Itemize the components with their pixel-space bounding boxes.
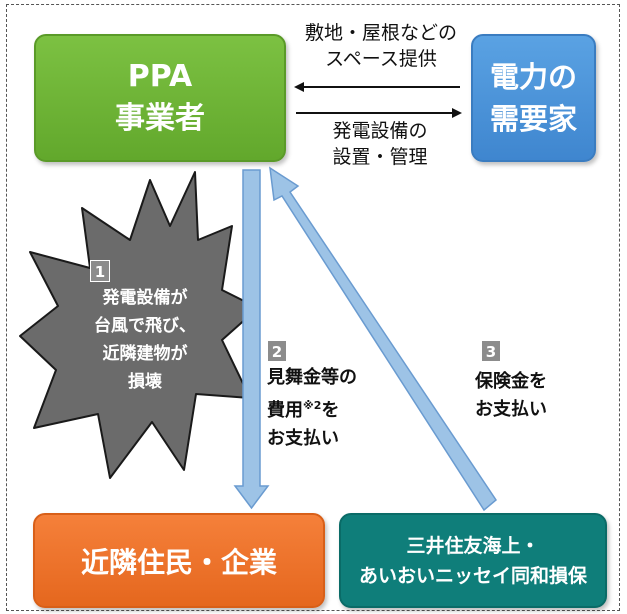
ppa-operator-node: PPA 事業者 — [34, 34, 286, 162]
step-1-line4: 損壊 — [128, 372, 162, 392]
equipment-label-line1: 発電設備の — [332, 120, 428, 142]
space-label-line2: スペース提供 — [325, 48, 437, 70]
diagram-frame — [6, 4, 620, 611]
step-2-line2: 費用※2を — [267, 392, 357, 425]
step-1-line1: 発電設備が — [102, 288, 188, 308]
step-1-line3: 近隣建物が — [102, 344, 188, 364]
equipment-label-line2: 設置・管理 — [332, 146, 428, 168]
insurer-node: 三井住友海上・ あいおいニッセイ同和損保 — [339, 513, 607, 608]
power-consumer-node: 電力の 需要家 — [471, 34, 596, 162]
step-2-line1: 見舞金等の — [267, 367, 357, 388]
step-3-line2: お支払い — [475, 399, 547, 420]
step-2-suffix: を — [321, 400, 340, 421]
insurer-label-line2: あいおいニッセイ同和損保 — [358, 564, 587, 587]
space-provision-label: 敷地・屋根などの スペース提供 — [296, 20, 466, 72]
insurance-arrow-up — [269, 166, 497, 512]
payment-arrow-down — [233, 169, 270, 510]
step-3-line1: 保険金を — [475, 371, 547, 392]
neighbors-node: 近隣住民・企業 — [33, 513, 325, 608]
ppa-label-line1: PPA — [127, 59, 193, 94]
step-1-text: 発電設備が 台風で飛び、 近隣建物が 損壊 — [60, 284, 230, 396]
step-2-cost: 費用 — [267, 400, 303, 421]
step-3-badge: 3 — [481, 340, 501, 362]
step-2-line3: お支払い — [267, 428, 339, 449]
neighbors-label: 近隣住民・企業 — [80, 545, 277, 579]
demand-label-line2: 需要家 — [489, 102, 577, 136]
insurer-label-line1: 三井住友海上・ — [406, 534, 540, 557]
step-1-badge: 1 — [90, 260, 110, 282]
step-2-footnote: ※2 — [303, 399, 322, 412]
step-2-text: 見舞金等の 費用※2を お支払い — [267, 364, 357, 453]
step-1-line2: 台風で飛び、 — [94, 316, 196, 336]
ppa-label-line2: 事業者 — [115, 101, 205, 136]
demand-label-line1: 電力の — [489, 60, 577, 94]
step-3-text: 保険金を お支払い — [475, 368, 547, 424]
space-label-line1: 敷地・屋根などの — [304, 22, 457, 44]
step-2-badge: 2 — [267, 340, 287, 362]
equipment-label: 発電設備の 設置・管理 — [300, 118, 460, 170]
